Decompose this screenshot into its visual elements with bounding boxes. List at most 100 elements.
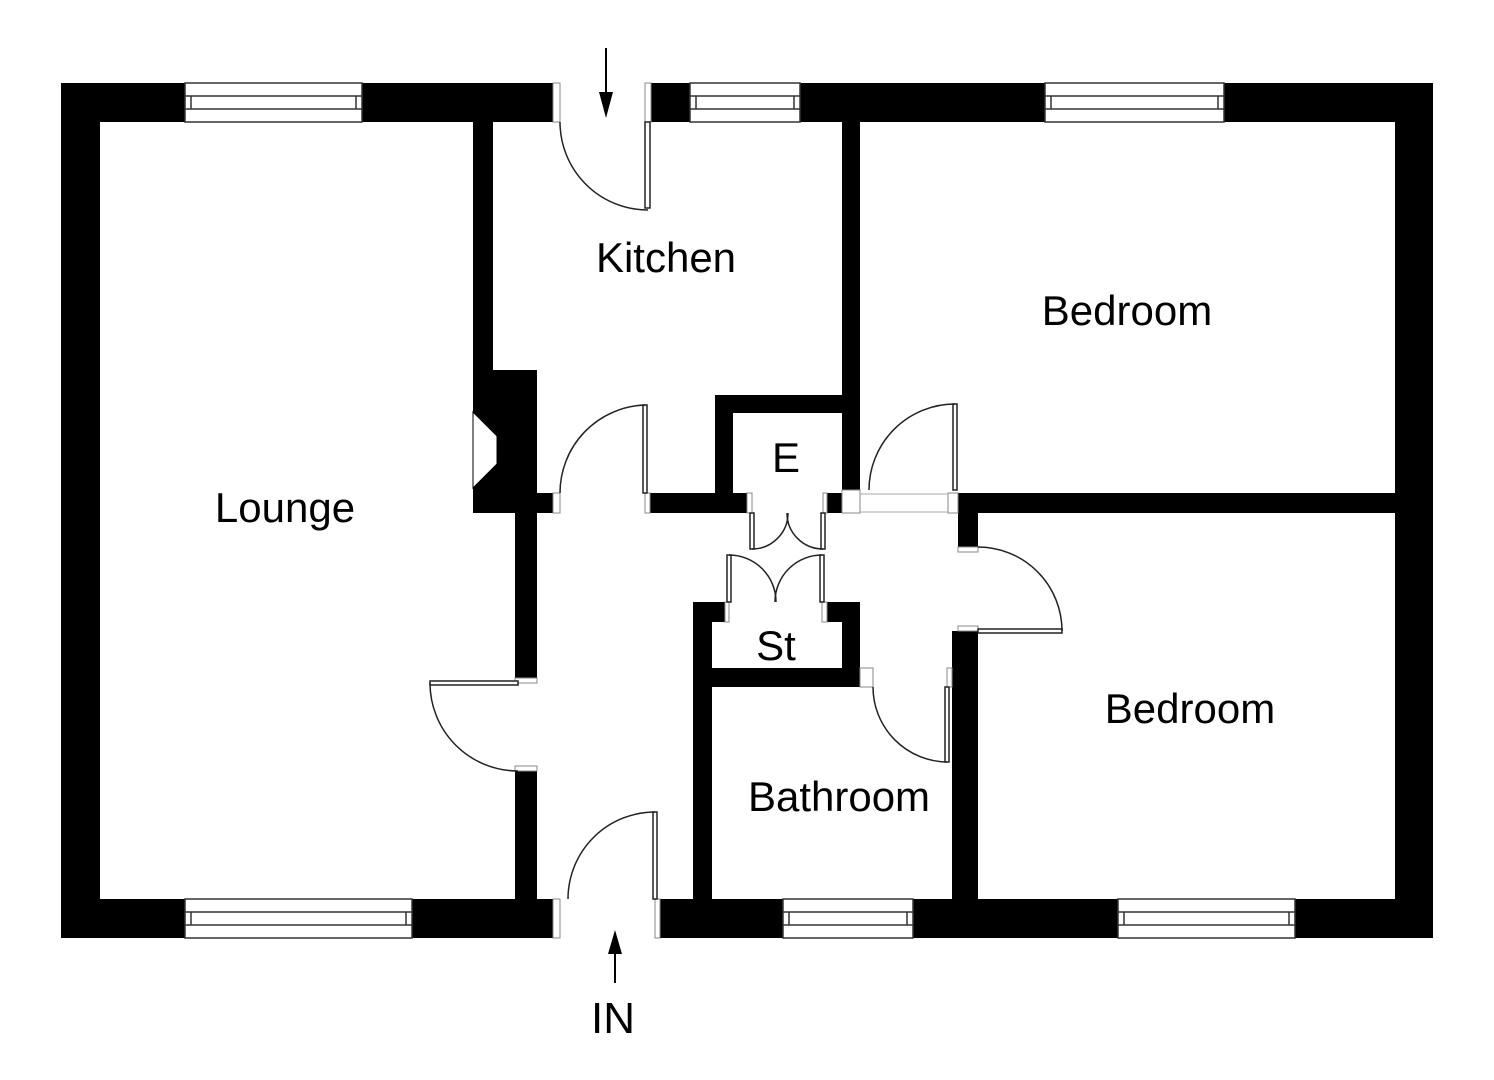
wall-top-segment [362, 83, 553, 122]
wall-bathroom-bedroom [952, 631, 978, 899]
door-arc [786, 512, 824, 550]
wall-store-top [693, 602, 725, 622]
entry-arrow-down-icon [599, 48, 613, 118]
jamb [841, 489, 861, 514]
jamb [746, 492, 753, 514]
door-arc [559, 121, 649, 211]
exterior-walls [61, 83, 1433, 938]
door-arc [751, 512, 789, 550]
jamb [947, 492, 959, 514]
door-leaf [644, 121, 651, 209]
room-labels: Lounge Kitchen Bedroom Bedroom Bathroom … [215, 234, 1275, 1043]
window-kitchen-top [689, 82, 801, 123]
room-label-store: St [756, 622, 796, 669]
window-bathroom-bottom [782, 898, 914, 939]
wall-cupboard-left [715, 395, 733, 493]
jamb [957, 625, 979, 632]
room-label-cupboard: E [772, 434, 800, 481]
wall-bottom-segment [412, 899, 553, 938]
door-arc [868, 403, 956, 491]
room-label-bedroom-top: Bedroom [1042, 287, 1212, 334]
door-arc [977, 546, 1063, 632]
doors [429, 121, 1063, 900]
door-store-double [726, 554, 825, 603]
wall-kitchen-right [842, 122, 860, 490]
wall-store-right [842, 602, 860, 687]
door-leaf [642, 404, 648, 494]
entrance-label: IN [591, 994, 635, 1043]
room-label-bedroom-bottom: Bedroom [1105, 685, 1275, 732]
jamb [552, 898, 561, 939]
window-bedroom-top [1044, 82, 1225, 123]
entry-arrows [599, 48, 622, 983]
room-label-lounge: Lounge [215, 484, 355, 531]
door-arc [559, 404, 646, 494]
door-main-entrance [567, 811, 658, 900]
wall-store-bathroom-left [693, 602, 712, 899]
wall-left [61, 83, 100, 938]
wall-top-segment [61, 83, 185, 122]
wall-lounge-lower [515, 513, 537, 678]
jamb [821, 601, 828, 623]
door-leaf [749, 512, 755, 550]
jamb [859, 667, 874, 688]
door-arc [774, 554, 823, 603]
wall-bottom-segment [913, 899, 1118, 938]
door-leaf [726, 554, 732, 603]
wall-bedroom-divider [958, 493, 1395, 513]
door-arc [872, 686, 948, 763]
wall-hall-top [650, 493, 747, 513]
wall-top-segment [651, 83, 690, 122]
wall-right [1395, 83, 1433, 938]
door-leaf [429, 680, 519, 686]
jamb [654, 898, 661, 939]
door-jambs [514, 82, 979, 939]
wall-lounge-kitchen [473, 122, 493, 370]
door-arc [429, 682, 519, 772]
window-lounge-top [184, 82, 363, 123]
wall-bottom-segment [660, 899, 783, 938]
door-kitchen [559, 404, 648, 494]
windows [184, 82, 1296, 939]
entry-arrow-up-icon [608, 930, 622, 983]
door-back-entrance [559, 121, 651, 211]
wall-hall-top [473, 493, 553, 513]
threshold-lines [860, 493, 948, 513]
window-lounge-bottom [184, 898, 413, 939]
jamb [514, 765, 538, 772]
door-lounge [429, 680, 519, 772]
wall-bottom-segment [61, 899, 185, 938]
door-leaf [652, 811, 658, 900]
jamb [957, 546, 979, 553]
door-bathroom [872, 686, 950, 763]
wall-bottom-segment [1295, 899, 1433, 938]
jamb [552, 82, 561, 123]
jamb [822, 492, 828, 514]
jamb [552, 492, 561, 514]
wall-lounge-lower [515, 771, 537, 899]
room-label-kitchen: Kitchen [596, 234, 736, 281]
interior-walls [473, 122, 1395, 899]
jamb [724, 601, 730, 623]
door-bedroom-top [868, 403, 958, 491]
wall-top-segment [1224, 83, 1433, 122]
room-label-bathroom: Bathroom [748, 773, 930, 820]
jamb [644, 492, 651, 514]
door-arc [567, 811, 656, 900]
door-arc [728, 554, 777, 603]
door-leaf [952, 403, 958, 491]
jamb [946, 667, 953, 688]
door-leaf [944, 686, 950, 763]
wall-vestibule-stub [958, 513, 978, 547]
window-bedroom-bottom [1117, 898, 1296, 939]
door-leaf [977, 628, 1063, 634]
wall-top-segment [800, 83, 1045, 122]
door-leaf [820, 512, 826, 550]
wall-cupboard-top [715, 395, 860, 413]
wall-store-bottom [712, 668, 860, 687]
fireplace-recess [472, 410, 498, 490]
door-bedroom-bottom [977, 546, 1063, 634]
door-leaf [819, 554, 825, 603]
